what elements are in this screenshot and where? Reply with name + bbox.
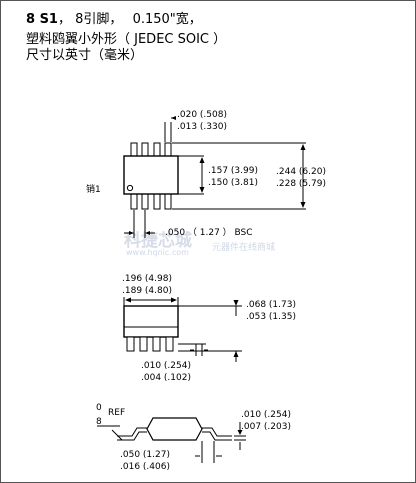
body-width-note: 0.150"宽， bbox=[132, 12, 202, 27]
lead-pitch: .050 （ 1.27 ） BSC bbox=[165, 228, 253, 238]
lead-top-4 bbox=[164, 142, 172, 157]
lead-angle-min: 8 bbox=[96, 417, 102, 427]
pin1-label: 销1 bbox=[86, 185, 101, 195]
lead-width-max: .020 (.508) bbox=[177, 110, 227, 120]
lead-bottom-3 bbox=[153, 193, 161, 210]
foot-length-max: .050 (1.27) bbox=[120, 450, 170, 460]
side-lead-4 bbox=[165, 336, 174, 352]
lead-angle-ref: REF bbox=[108, 408, 126, 418]
end-lead-left bbox=[117, 431, 147, 441]
body-width-min: .150 (3.81) bbox=[208, 178, 258, 188]
body-length-max: .196 (4.98) bbox=[122, 274, 172, 284]
lead-top-1 bbox=[130, 142, 138, 157]
part-code: 8 S1 bbox=[26, 12, 58, 27]
overall-width-min: .228 (5.79) bbox=[276, 179, 326, 189]
lead-top-3 bbox=[153, 142, 161, 157]
body-width-max: .157 (3.99) bbox=[208, 166, 258, 176]
pin-count: 8引脚， bbox=[75, 12, 123, 27]
lead-top-2 bbox=[141, 142, 149, 157]
lead-thickness-min: .007 (.203) bbox=[241, 422, 291, 432]
end-lead-right bbox=[202, 431, 232, 441]
body-length-min: .189 (4.80) bbox=[122, 286, 172, 296]
title-line-1: 8 S1， 8引脚， 0.150"宽， bbox=[26, 12, 202, 27]
watermark-brand: 科捷芯城 bbox=[124, 231, 192, 251]
side-view bbox=[123, 297, 242, 362]
body-height-max: .068 (1.73) bbox=[246, 300, 296, 310]
standoff-max: .010 (.254) bbox=[141, 361, 191, 371]
side-lead-2 bbox=[139, 336, 148, 352]
watermark-url: www.hqnic.com bbox=[126, 248, 189, 257]
watermark-tagline: 元器件在线商城 bbox=[212, 243, 276, 253]
side-lead-3 bbox=[152, 336, 161, 352]
title-line-2: 塑料鸥翼小外形（ JEDEC SOIC ） bbox=[26, 32, 227, 47]
lead-thickness-max: .010 (.254) bbox=[241, 410, 291, 420]
package-body-end bbox=[146, 417, 203, 441]
package-body-top bbox=[123, 155, 179, 195]
standoff-min: .004 (.102) bbox=[141, 373, 191, 383]
side-lead-1 bbox=[126, 336, 135, 352]
pin1-marker-icon bbox=[126, 184, 134, 192]
top-view bbox=[123, 116, 306, 238]
end-view bbox=[97, 417, 246, 463]
lead-width-min: .013 (.330) bbox=[177, 122, 227, 132]
package-body-side bbox=[123, 305, 179, 338]
foot-length-min: .016 (.406) bbox=[120, 462, 170, 472]
body-height-min: .053 (1.35) bbox=[246, 312, 296, 322]
lead-bottom-1 bbox=[130, 193, 138, 210]
lead-bottom-2 bbox=[141, 193, 149, 210]
lead-angle-max: 0 bbox=[96, 403, 102, 413]
title-line-3: 尺寸以英寸（毫米） bbox=[26, 48, 144, 63]
lead-bottom-4 bbox=[164, 193, 172, 210]
overall-width-max: .244 (6.20) bbox=[276, 167, 326, 177]
